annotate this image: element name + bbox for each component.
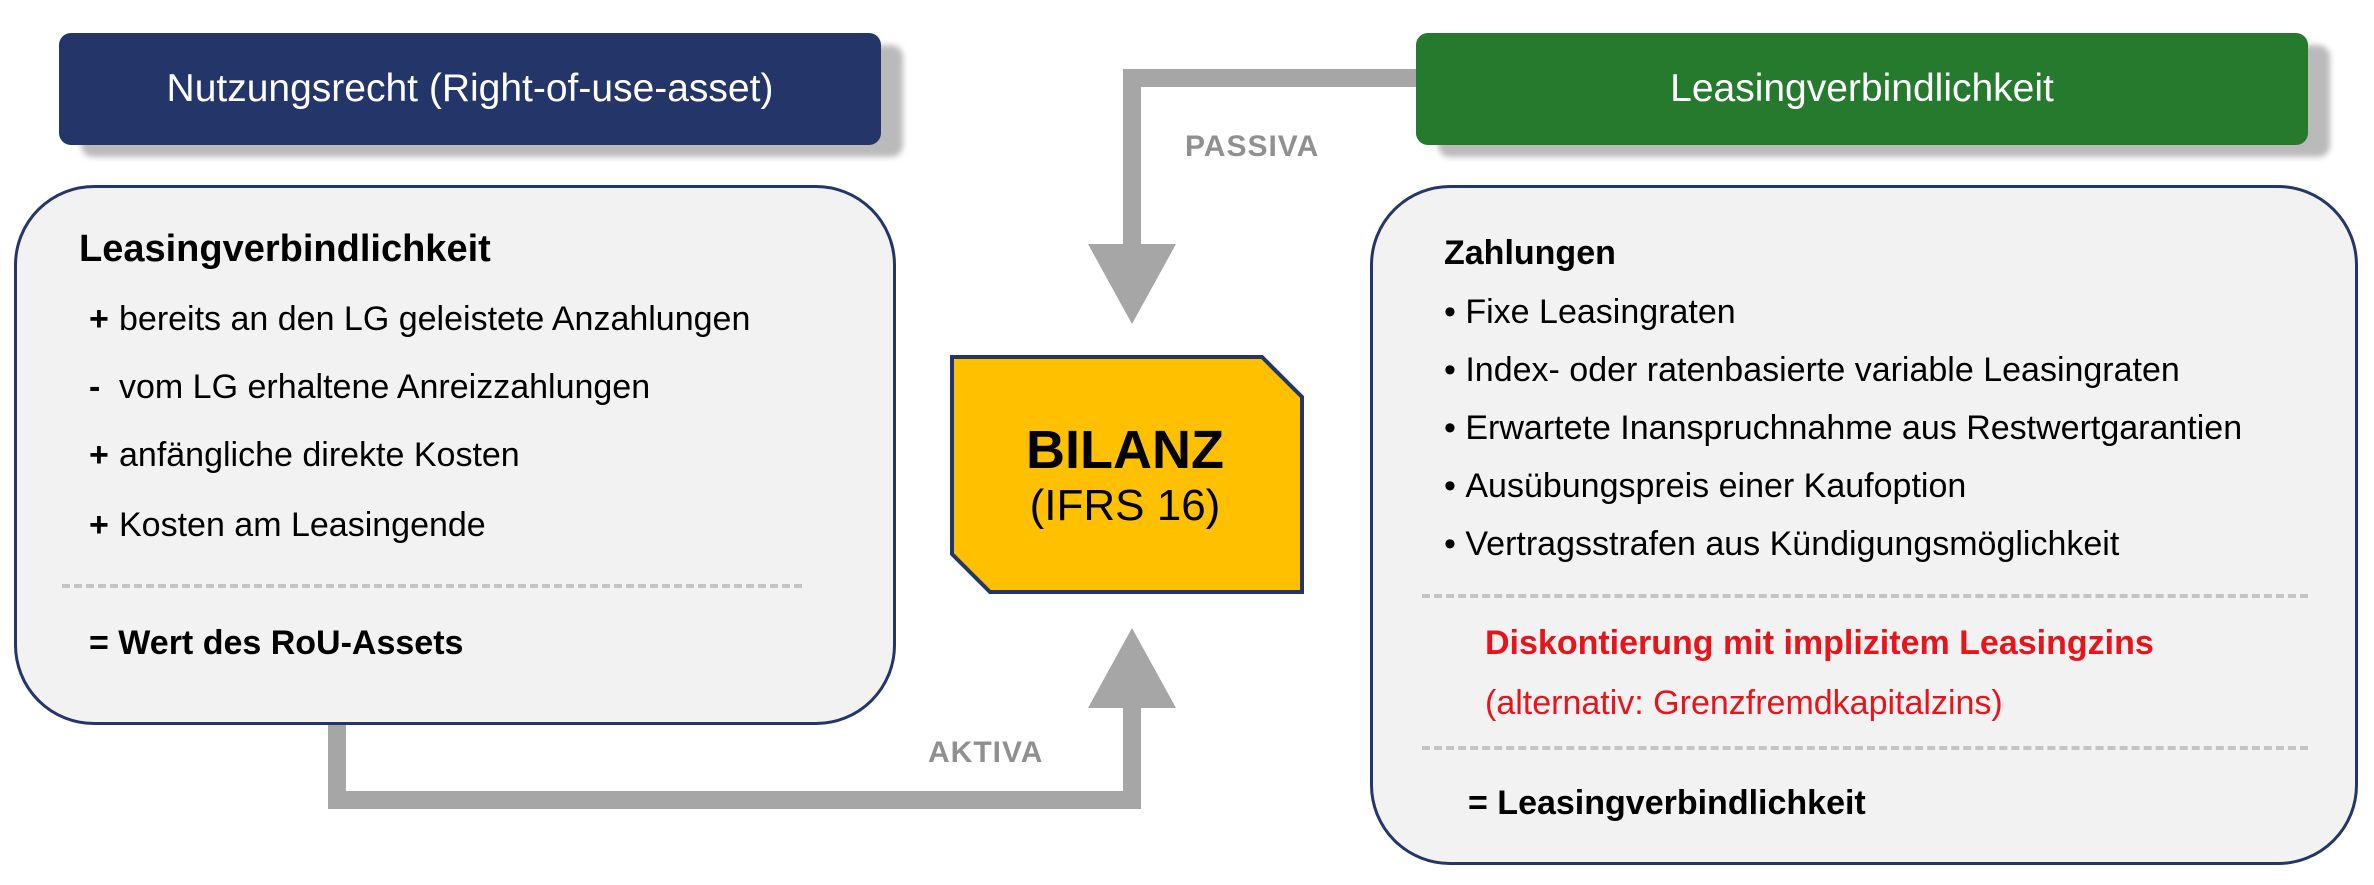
right-bullet-text: Fixe Leasingraten — [1465, 293, 1736, 331]
passiva-connector — [1123, 69, 1416, 250]
right-bullet-item: • Index- oder ratenbasierte variable Lea… — [1444, 351, 2180, 390]
header-leasingverbindlichkeit: Leasingverbindlichkeit — [1416, 33, 2308, 145]
aktiva-arrowhead — [1088, 628, 1176, 708]
right-panel-result: = Leasingverbindlichkeit — [1468, 784, 1866, 822]
right-bullet-item: • Ausübungspreis einer Kaufoption — [1444, 467, 1966, 506]
right-panel-divider-top — [1422, 594, 2308, 598]
bullet-icon: • — [1444, 293, 1456, 331]
left-item-text: Kosten am Leasingende — [119, 506, 486, 544]
left-item: + Kosten am Leasingende — [89, 506, 486, 545]
right-bullet-text: Index- oder ratenbasierte variable Leasi… — [1465, 351, 2180, 389]
left-item: -vom LG erhaltene Anreizzahlungen — [89, 368, 650, 407]
right-bullet-item: • Fixe Leasingraten — [1444, 293, 1736, 332]
lease-liability-panel — [1370, 185, 2358, 865]
aktiva-label: AKTIVA — [928, 736, 1044, 769]
right-panel-divider-bottom — [1422, 746, 2308, 750]
right-bullet-item: • Erwartete Inanspruchnahme aus Restwert… — [1444, 409, 2242, 448]
aktiva-connector — [328, 700, 1141, 809]
right-bullet-text: Vertragsstrafen aus Kündigungsmöglichkei… — [1465, 525, 2120, 563]
discount-alternative: (alternativ: Grenzfremdkapitalzins) — [1485, 684, 2003, 722]
header-nutzungsrecht: Nutzungsrecht (Right-of-use-asset) — [59, 33, 881, 145]
bilanz-box — [950, 355, 1304, 594]
left-item: + anfängliche direkte Kosten — [89, 436, 520, 475]
discount-title: Diskontierung mit implizitem Leasingzins — [1485, 624, 2154, 662]
bilanz-title: BILANZ — [1026, 419, 1224, 480]
left-item-sign: + — [89, 436, 109, 474]
left-item: + bereits an den LG geleistete Anzahlunge… — [89, 300, 750, 339]
bullet-icon: • — [1444, 351, 1456, 389]
left-item-text: anfängliche direkte Kosten — [119, 436, 520, 474]
right-bullet-text: Ausübungspreis einer Kaufoption — [1465, 467, 1967, 505]
right-panel-heading: Zahlungen — [1444, 234, 1616, 272]
left-item-sign: + — [89, 506, 109, 544]
left-panel-heading: Leasingverbindlichkeit — [79, 228, 491, 270]
left-item-sign: - — [89, 368, 101, 406]
bilanz-text: BILANZ (IFRS 16) — [950, 355, 1300, 595]
bilanz-subtitle: (IFRS 16) — [1029, 480, 1221, 530]
bullet-icon: • — [1444, 467, 1456, 505]
passiva-label: PASSIVA — [1185, 130, 1320, 163]
header-nutzungsrecht-label: Nutzungsrecht (Right-of-use-asset) — [166, 67, 774, 110]
bullet-icon: • — [1444, 409, 1456, 447]
left-panel-divider — [62, 584, 802, 588]
rou-asset-panel — [14, 185, 896, 725]
header-leasingverbindlichkeit-label: Leasingverbindlichkeit — [1670, 67, 2054, 110]
passiva-arrowhead — [1088, 244, 1176, 324]
left-item-text: bereits an den LG geleistete Anzahlungen — [119, 300, 751, 338]
right-bullet-item: • Vertragsstrafen aus Kündigungsmöglichk… — [1444, 525, 2119, 564]
left-panel-result: = Wert des RoU-Assets — [89, 624, 464, 662]
right-bullet-text: Erwartete Inanspruchnahme aus Restwertga… — [1465, 409, 2243, 447]
left-item-text: vom LG erhaltene Anreizzahlungen — [119, 368, 651, 406]
left-item-sign: + — [89, 300, 109, 338]
bullet-icon: • — [1444, 525, 1456, 563]
